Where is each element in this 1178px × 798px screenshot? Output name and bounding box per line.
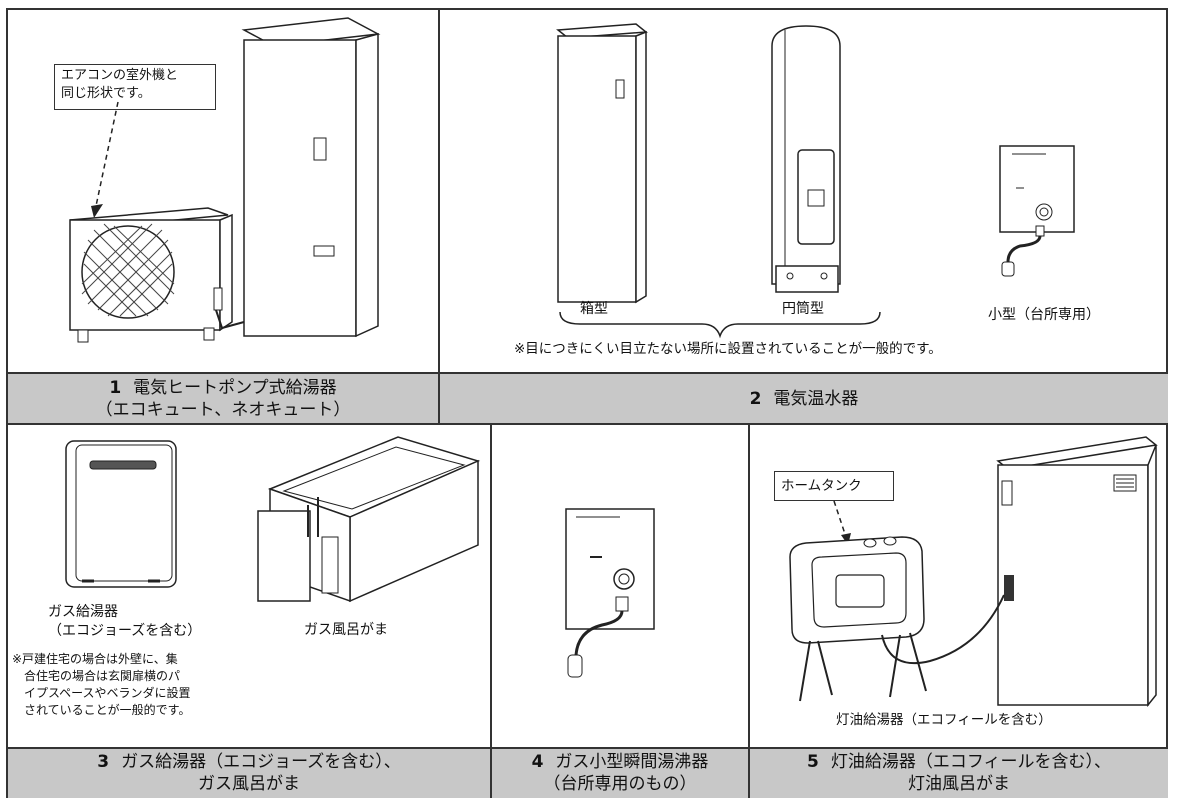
caption-subtitle: （台所専用のもの） (543, 774, 697, 794)
gas-heater-illustration (65, 436, 481, 603)
caption-number: 2 (749, 388, 762, 409)
heat-pump-illustration (69, 17, 381, 343)
caption-number: 1 (109, 377, 122, 398)
label-box-type: 箱型 (580, 301, 608, 317)
kerosene-heater-illustration (789, 436, 1158, 708)
label-gas-heater-line-2: （エコジョーズを含む） (48, 623, 202, 639)
caption-gas-heater: 3 ガス給湯器（エコジョーズを含む）、 ガス風呂がま (8, 747, 490, 798)
note-line-4: されていることが一般的です。 (24, 703, 191, 717)
note-line-3: イプスペースやベランダに設置 (24, 686, 191, 700)
label-cylinder-type: 円筒型 (782, 301, 824, 317)
divider-bottom-left (490, 424, 492, 798)
caption-gas-instant-heater: 4 ガス小型瞬間湯沸器 （台所専用のもの） (492, 747, 748, 798)
home-tank-callout: ホームタンク (774, 471, 894, 501)
outdoor-unit-callout: エアコンの室外機と 同じ形状です。 (54, 64, 216, 110)
panel-electric-water-heater: 箱型 円筒型 小型（台所専用） ※目につきにくい目立たない場所に設置されているこ… (440, 10, 1168, 423)
gas-instant-heater-illustration (565, 508, 655, 678)
caption-subtitle: ガス風呂がま (198, 774, 300, 794)
caption-title: 電気ヒートポンプ式給湯器 (133, 377, 337, 398)
caption-title: 灯油給湯器（エコフィールを含む）、 (830, 752, 1111, 772)
note-line-1: ※戸建住宅の場合は外壁に、集 (12, 652, 178, 666)
label-gas-heater-line-1: ガス給湯器 (48, 604, 118, 620)
caption-heat-pump: 1 電気ヒートポンプ式給湯器 （エコキュート、ネオキュート） (8, 372, 438, 423)
divider-middle (6, 423, 1168, 425)
label-gas-bath: ガス風呂がま (304, 622, 388, 638)
divider-top (438, 8, 440, 424)
callout-line-2: 同じ形状です。 (61, 86, 151, 101)
panel-gas-instant-heater (492, 425, 748, 747)
caption-title: ガス給湯器（エコジョーズを含む）、 (121, 752, 401, 772)
panel-gas-heater: ガス給湯器 （エコジョーズを含む） ガス風呂がま ※戸建住宅の場合は外壁に、集 … (8, 425, 490, 747)
caption-title: 電気温水器 (773, 388, 859, 409)
installation-note: ※目につきにくい目立たない場所に設置されていることが一般的です。 (514, 341, 942, 357)
caption-title: ガス小型瞬間湯沸器 (555, 752, 709, 772)
label-gas-heater: ガス給湯器 （エコジョーズを含む） (48, 603, 201, 641)
caption-number: 4 (531, 752, 544, 772)
electric-heaters-illustration (556, 23, 1075, 339)
caption-electric-water-heater: 2 電気温水器 (440, 372, 1168, 423)
caption-subtitle: 灯油風呂がま (907, 774, 1010, 794)
label-kerosene-heater: 灯油給湯器（エコフィールを含む） (836, 712, 1052, 728)
note-line-2: 合住宅の場合は玄関扉横のパ (24, 669, 181, 683)
caption-number: 5 (806, 752, 819, 772)
caption-subtitle: （エコキュート、ネオキュート） (95, 399, 351, 420)
gas-heater-note: ※戸建住宅の場合は外壁に、集 合住宅の場合は玄関扉横のパ イプスペースやベランダ… (12, 651, 191, 719)
callout-line-1: エアコンの室外機と (61, 68, 179, 83)
caption-kerosene-heater: 5 灯油給湯器（エコフィールを含む）、 灯油風呂がま (750, 747, 1168, 798)
label-small-type: 小型（台所専用） (988, 307, 1100, 323)
divider-bottom-right (748, 424, 750, 798)
panel-kerosene-heater: ホームタンク 灯油給湯器（エコフィールを含む） (750, 425, 1168, 747)
caption-number: 3 (97, 752, 110, 772)
panel-heat-pump: エアコンの室外機と 同じ形状です。 (8, 10, 438, 423)
